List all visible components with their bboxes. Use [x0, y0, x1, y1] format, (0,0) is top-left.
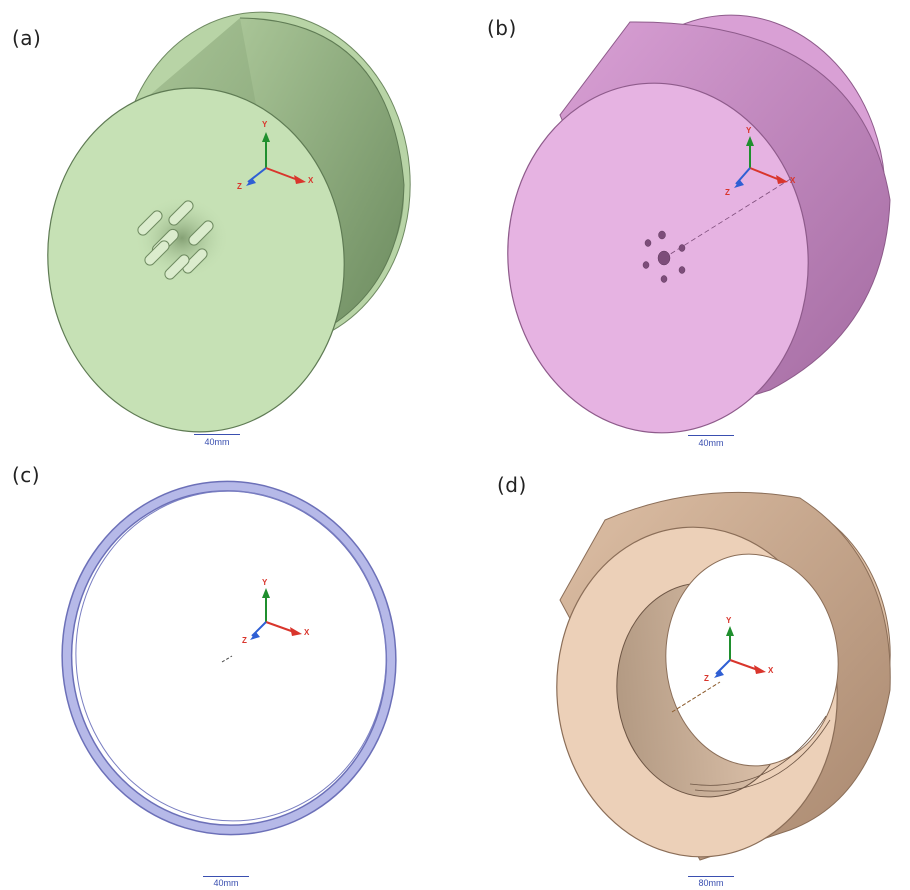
panel-d-scale-text: 80mm	[698, 878, 724, 888]
panel-b-model	[507, 14, 891, 434]
panel-a-label: (a)	[12, 26, 42, 50]
axis-y-label: Y	[746, 126, 752, 135]
axis-x-label: X	[790, 176, 796, 185]
panel-a-model	[47, 11, 411, 433]
axis-z-label: Z	[704, 674, 709, 683]
panel-c-label: (c)	[12, 463, 41, 487]
panel-c-axis-triad	[250, 588, 302, 640]
panel-b-scale-text: 40mm	[698, 438, 724, 448]
panel-c-scale-text: 40mm	[213, 878, 239, 888]
axis-z-label: Z	[237, 182, 242, 191]
axis-y-label: Y	[726, 616, 732, 625]
axis-y-label: Y	[262, 120, 268, 129]
panel-d-model	[556, 491, 891, 861]
panel-d-label: (d)	[497, 473, 527, 497]
axis-x-label: X	[304, 628, 310, 637]
panel-b-label: (b)	[487, 16, 517, 40]
axis-x-label: X	[768, 666, 774, 675]
panel-a-axis-triad	[246, 132, 306, 186]
axis-z-label: Z	[725, 188, 730, 197]
panel-a-scale-text: 40mm	[204, 437, 230, 447]
axis-x-label: X	[308, 176, 314, 185]
panel-b-axis-triad	[734, 136, 788, 188]
panel-c-model	[61, 480, 397, 836]
panel-d-axis-triad	[714, 626, 766, 678]
axis-y-label: Y	[262, 578, 268, 587]
axis-z-label: Z	[242, 636, 247, 645]
